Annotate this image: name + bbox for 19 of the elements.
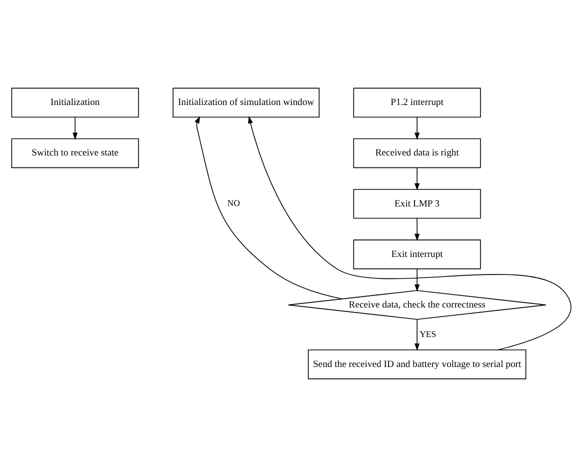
node-box: Exit interrupt [353,239,481,269]
arrow [194,116,342,299]
node-box: Initialization of simulation window [172,87,320,118]
arrow [414,167,420,190]
arrow [72,116,78,140]
edge-label: NO [227,198,240,208]
node-box: Initialization [11,87,139,118]
arrow [414,218,420,241]
node-box: Exit LMP 3 [353,188,481,218]
node-box: P1.2 interrupt [353,87,481,118]
arrow [414,116,420,140]
node-diamond: Receive data, check the correctness [288,290,546,320]
arrow [414,318,420,350]
arrow [414,268,420,292]
node-box: Send the received ID and battery voltage to serial port [308,348,526,379]
edge-label: YES [420,328,436,338]
node-box: Switch to receive state [11,138,139,168]
node-box: Received data is right [353,138,481,168]
arrow [248,116,572,350]
